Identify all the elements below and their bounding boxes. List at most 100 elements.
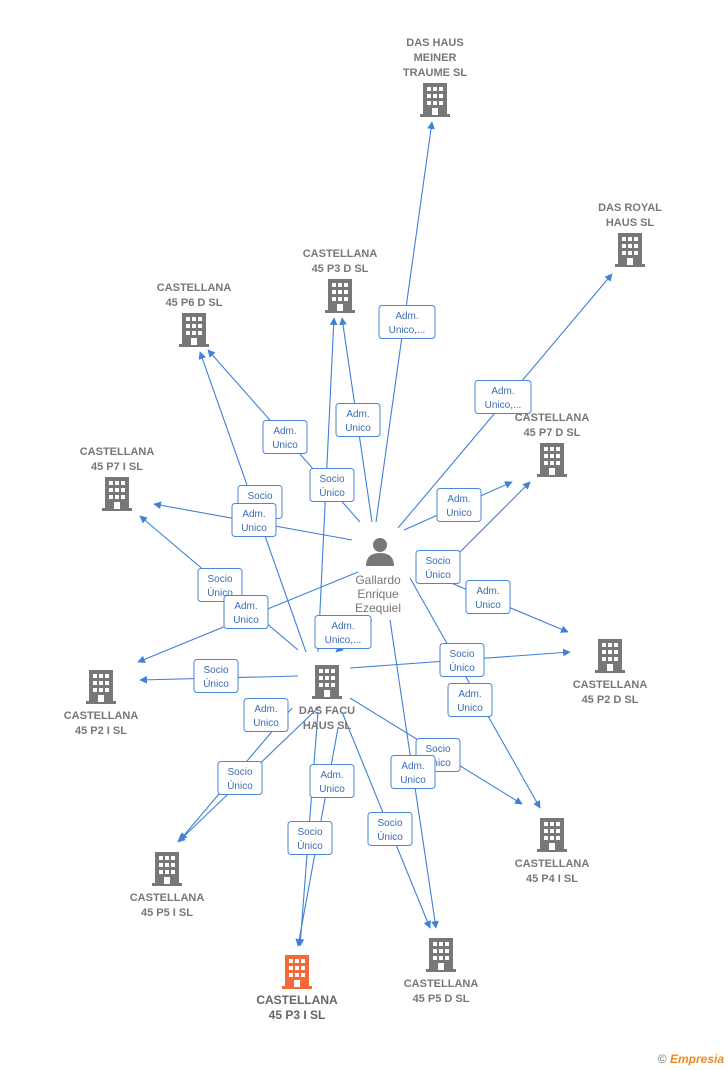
brand-name: Empresia [669,1052,724,1066]
relation-label[interactable]: Adm.Unico [436,488,482,522]
company-label-line: DAS FACU [299,705,355,717]
relation-box [314,615,372,649]
relation-box [223,595,269,629]
company-label-line: 45 P3 I SL [269,1008,326,1022]
building-icon [102,477,132,511]
relation-box [287,821,333,855]
building-icon [152,852,182,886]
relation-text: Adm. [346,409,369,420]
footer-brand[interactable]: © Empresia [658,1052,724,1066]
relation-text: Adm. [476,586,499,597]
relation-label[interactable]: Adm.Unico [262,420,308,454]
relation-text: Adm. [458,689,481,700]
relation-box [447,683,493,717]
building-icon [537,443,567,477]
relation-text: Socio [203,665,228,676]
company-label-line: CASTELLANA [157,282,232,294]
building-icon [420,83,450,117]
relation-text: Socio [247,491,272,502]
person-icon [366,538,394,566]
copyright-symbol: © [657,1052,667,1066]
building-icon [86,670,116,704]
relation-label[interactable]: Adm.Unico,... [314,615,372,649]
building-icon [282,955,312,989]
person-name-line: Gallardo [355,573,401,587]
relation-label[interactable]: Adm.Unico,... [378,305,436,339]
building-icon [426,938,456,972]
building-icon [179,313,209,347]
relation-text: Único [377,830,403,843]
edge-21 [459,481,531,553]
company-label-line: 45 P7 D SL [524,427,581,439]
relation-text: Socio [377,818,402,829]
building-icon [312,665,342,699]
relation-box [262,420,308,454]
company-label-line: CASTELLANA [515,858,590,870]
relation-label[interactable]: Adm.Unico [223,595,269,629]
relation-text: Adm. [401,761,424,772]
relation-box [197,568,243,602]
relation-label[interactable]: Adm.Unico [243,698,289,732]
company-node-p7d[interactable]: CASTELLANA 45 P7 D SL [515,412,590,477]
relation-box [415,550,461,584]
relation-text: Único [319,486,345,499]
company-label-line: CASTELLANA [256,993,338,1007]
company-node-dasfacu[interactable]: DAS FACU HAUS SL [299,665,355,732]
relation-text: Socio [425,556,450,567]
relation-text: Único [297,839,323,852]
relation-text: Unico [253,718,279,729]
relation-label[interactable]: Adm.Unico [231,503,277,537]
relation-label[interactable]: Adm. Unico [335,403,381,437]
relation-text: Adm. [491,386,514,397]
relation-text: Unico [319,784,345,795]
relation-text: Socio [319,474,344,485]
relation-text: Socio [449,649,474,660]
relation-text: Adm. [320,770,343,781]
relation-text: Único [425,568,451,581]
company-label-line: HAUS SL [303,720,352,732]
company-label-line: DAS ROYAL [598,202,662,214]
relation-label[interactable]: Adm.Unico [447,683,493,717]
relation-label[interactable]: Adm. Unico [309,764,355,798]
relation-text: Unico [345,423,371,434]
relation-text: Adm. [242,509,265,520]
building-icon [325,279,355,313]
relation-label[interactable]: Adm. Unico [465,580,511,614]
company-label-line: CASTELLANA [130,892,205,904]
relation-text: Unico [233,615,259,626]
relation-label[interactable]: Adm.Unico,... [474,380,532,414]
relation-text: Único [227,779,253,792]
company-label-line: CASTELLANA [64,710,139,722]
relation-text: Socio [227,767,252,778]
relation-text: Unico [475,600,501,611]
relation-text: Socio [207,574,232,585]
relation-box [309,468,355,502]
relation-text: Único [203,677,229,690]
relation-text: Adm. [331,621,354,632]
person-name-line: Enrique [357,587,399,601]
relation-label[interactable]: Adm.Unico [390,755,436,789]
company-label-line: CASTELLANA [515,412,590,424]
